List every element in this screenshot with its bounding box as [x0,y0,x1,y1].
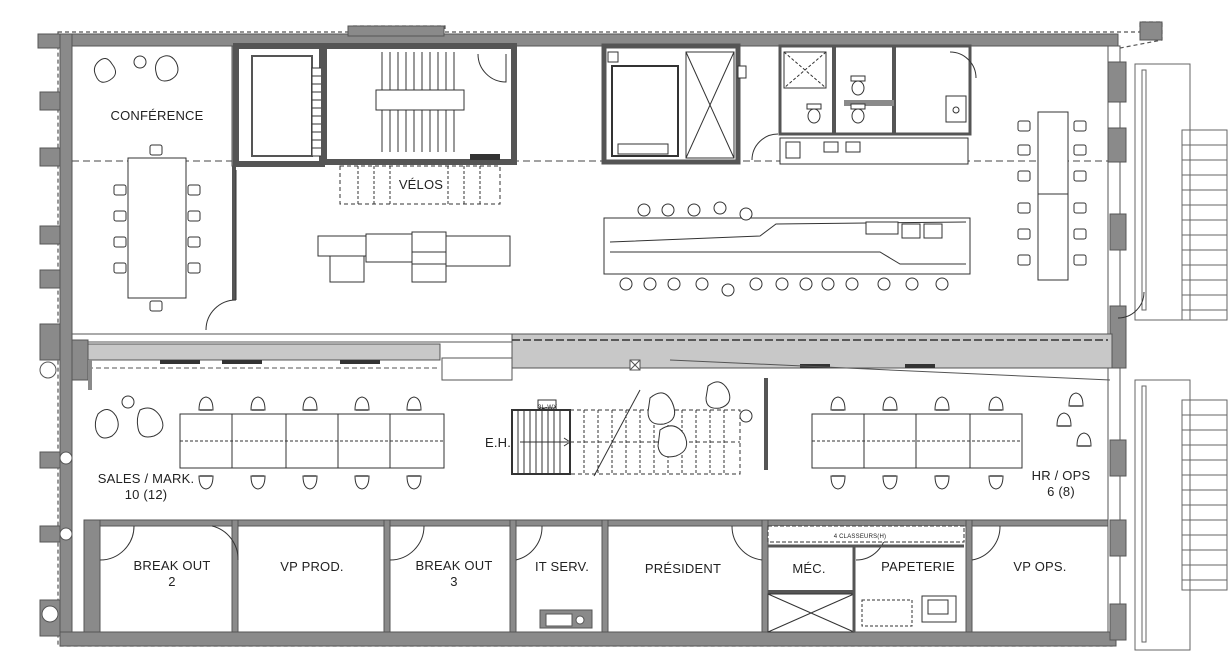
label-president: PRÉSIDENT [644,561,722,576]
label-eh: E.H. [484,435,512,450]
label-velos: VÉLOS [398,177,444,192]
label-break-out-3-number: 3 [450,574,458,589]
label-hr-ops: HR / OPS [1031,468,1091,483]
kitchen-island [603,201,971,297]
elevator-core [601,43,747,165]
south-offices [83,519,1109,633]
label-sales-count: 10 (12) [124,487,168,502]
long-table-east [1017,111,1145,319]
hr-workstations [811,392,1092,490]
label-mec: MÉC. [792,561,826,576]
label-papeterie: PAPETERIE [881,559,955,574]
central-corridor [71,333,1113,390]
label-hr-count: 6 (8) [1047,484,1075,499]
label-break-out-2-number: 2 [168,574,176,589]
label-conference: CONFÉRENCE [110,108,204,123]
central-stair [511,378,768,477]
label-stair-tag: 3L-WX [538,405,558,411]
sales-workstations [94,395,445,490]
label-break-out-2: BREAK OUT [133,558,211,573]
washrooms [751,44,977,165]
label-vp-ops: VP OPS. [1013,559,1067,574]
stairs-core-north [233,43,517,205]
conference-room [93,45,239,331]
lounge-sofas [317,231,511,283]
label-classeurs: 4 CLASSEURS(H) [833,534,887,540]
label-sales-mark: SALES / MARK. [97,471,195,486]
label-break-out-3: BREAK OUT [415,558,493,573]
label-vp-prod: VP PROD. [280,559,344,574]
label-it-serv: IT SERV. [534,559,590,574]
